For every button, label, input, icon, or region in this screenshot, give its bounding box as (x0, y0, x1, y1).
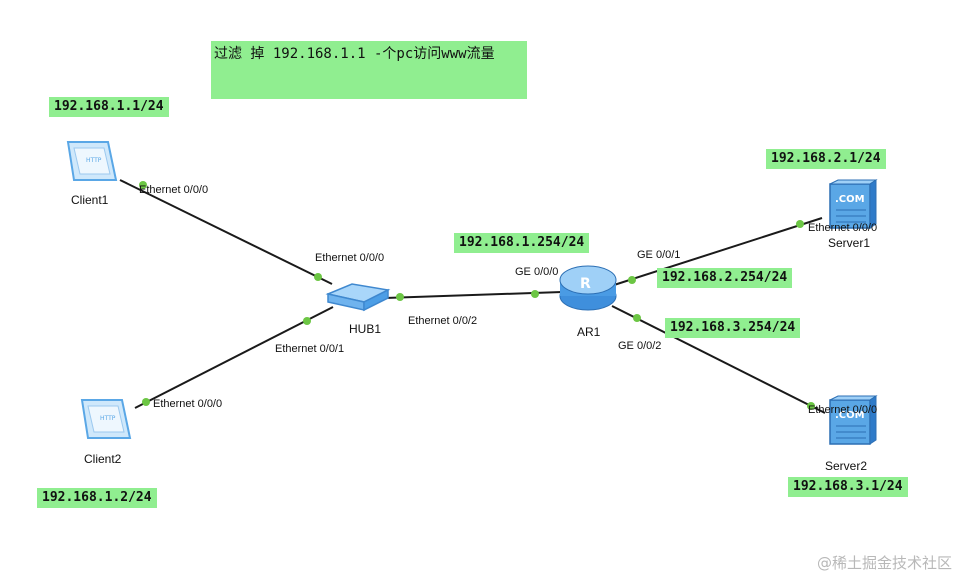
port-label-client2: Ethernet 0/0/0 (153, 398, 223, 410)
port-label-client1: Ethernet 0/0/0 (139, 184, 209, 196)
svg-text:HTTP: HTTP (100, 415, 116, 422)
ip-label-server1[interactable]: 192.168.2.1/24 (766, 149, 886, 169)
device-label-ar1: AR1 (577, 325, 601, 339)
link-ar1-server2 (611, 305, 826, 414)
pc-client-icon[interactable]: HTTP (80, 399, 132, 439)
port-dot-server1 (796, 220, 804, 228)
ip-label-ar1-ge002[interactable]: 192.168.3.254/24 (665, 318, 801, 338)
ip-label-client2[interactable]: 192.168.1.2/24 (37, 488, 157, 508)
server-icon[interactable]: .COM (829, 179, 878, 229)
port-dot-hub-eth001 (303, 317, 311, 325)
port-label-hub-eth001: Ethernet 0/0/1 (275, 343, 345, 355)
port-dot-hub-eth000 (314, 273, 322, 281)
watermark: @稀土掘金技术社区 (816, 554, 952, 572)
port-label-server2: Ethernet 0/0/0 (808, 404, 878, 416)
link-client2-hub1 (134, 306, 334, 409)
port-dot-hub-eth002 (396, 293, 404, 301)
port-dot-server2 (807, 402, 815, 410)
port-dot-ar1-ge000 (531, 290, 539, 298)
port-dot-client1 (139, 181, 147, 189)
device-label-hub1: HUB1 (349, 322, 382, 336)
router-icon[interactable]: R (559, 265, 617, 311)
port-label-ar1-ge000: GE 0/0/0 (515, 266, 559, 278)
pc-client-icon[interactable]: HTTP (66, 141, 118, 181)
port-dot-ar1-ge001 (628, 276, 636, 284)
port-label-ar1-ge002: GE 0/0/2 (618, 340, 662, 352)
device-label-server1: Server1 (828, 236, 871, 250)
device-label-client2: Client2 (84, 452, 122, 466)
link-ar1-server1 (613, 217, 823, 286)
port-dot-client2 (142, 398, 150, 406)
port-label-hub-eth002: Ethernet 0/0/2 (408, 315, 478, 327)
port-label-server1: Ethernet 0/0/0 (808, 222, 878, 234)
svg-text:.COM: .COM (835, 410, 865, 421)
svg-text:R: R (580, 276, 591, 292)
svg-text:.COM: .COM (835, 194, 865, 205)
server-icon[interactable]: .COM (829, 395, 878, 445)
ip-label-server2[interactable]: 192.168.3.1/24 (788, 477, 908, 497)
port-label-hub-eth000: Ethernet 0/0/0 (315, 252, 385, 264)
ip-label-ar1-ge001[interactable]: 192.168.2.254/24 (657, 268, 793, 288)
port-label-ar1-ge001: GE 0/0/1 (637, 249, 681, 261)
hub-icon[interactable] (325, 283, 391, 312)
port-dot-ar1-ge002 (633, 314, 641, 322)
link-client1-hub1 (119, 179, 333, 285)
svg-text:HTTP: HTTP (86, 157, 102, 164)
device-label-server2: Server2 (825, 459, 868, 473)
note-box[interactable]: 过滤 掉 192.168.1.1 -个pc访问www流量 (211, 41, 527, 99)
ip-label-client1[interactable]: 192.168.1.1/24 (49, 97, 169, 117)
ip-label-ar1-ge000[interactable]: 192.168.1.254/24 (454, 233, 590, 253)
device-label-client1: Client1 (71, 193, 109, 207)
